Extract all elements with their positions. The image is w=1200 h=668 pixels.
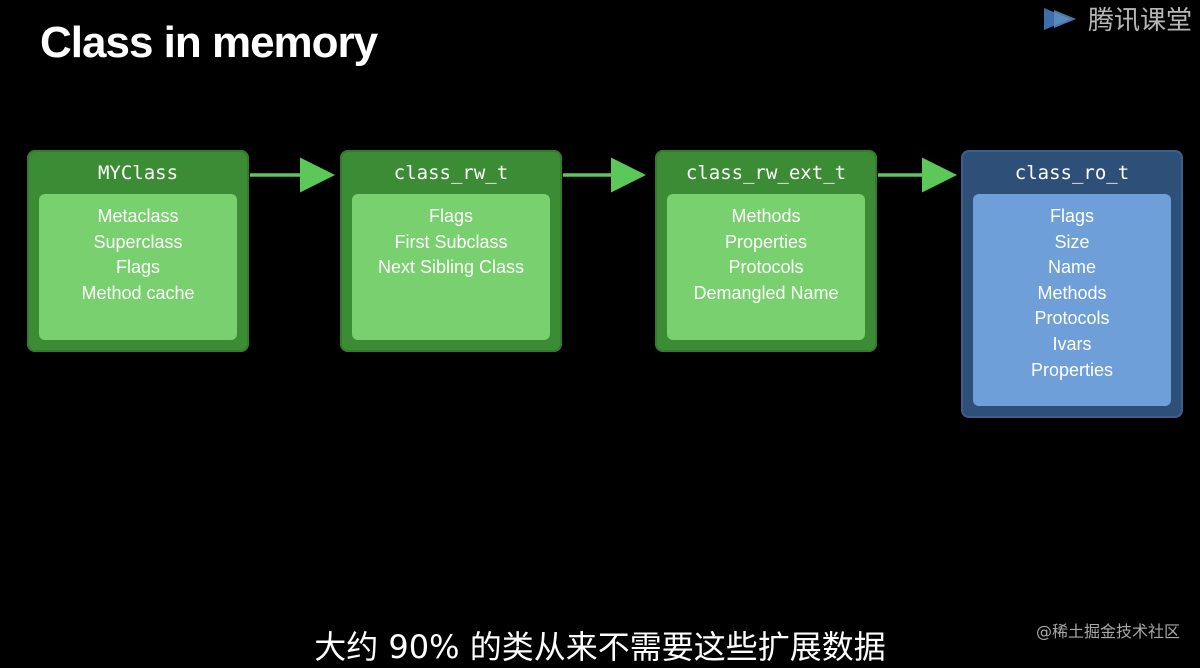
slide-title: Class in memory (40, 18, 378, 67)
field-item: Method cache (81, 282, 195, 303)
field-item: Demangled Name (693, 282, 839, 303)
watermark-text: 腾讯课堂 (1087, 6, 1192, 36)
field-item: Methods (731, 206, 801, 226)
field-item: Methods (1037, 282, 1107, 303)
class-rw-t-box: class_rw_t Flags First Subclass Next Sib… (340, 150, 562, 352)
box-title: class_rw_ext_t (685, 162, 847, 184)
box-title: class_ro_t (1014, 162, 1130, 184)
field-item: Properties (724, 231, 808, 252)
field-item: Flags (115, 257, 160, 278)
box-fields: Flags First Subclass Next Sibling Class (352, 194, 550, 340)
field-item: Protocols (728, 257, 804, 278)
field-item: Next Sibling Class (377, 257, 525, 278)
box-fields: Flags Size Name Methods Protocols Ivars … (973, 194, 1171, 406)
myclass-box: MYClass Metaclass Superclass Flags Metho… (27, 150, 249, 352)
class-ro-t-box: class_ro_t Flags Size Name Methods Proto… (961, 150, 1183, 418)
field-item: First Subclass (394, 231, 508, 252)
field-item: Name (1047, 257, 1096, 278)
play-logo-icon (1043, 7, 1076, 30)
field-item: Size (1054, 231, 1090, 252)
field-item: Metaclass (97, 206, 179, 226)
box-title: MYClass (97, 162, 179, 184)
field-item: Flags (1049, 206, 1094, 226)
box-fields: Metaclass Superclass Flags Method cache (39, 194, 237, 340)
field-item: Protocols (1034, 308, 1110, 329)
box-fields: Methods Properties Protocols Demangled N… (667, 194, 865, 340)
juejin-watermark: @稀土掘金技术社区 (1035, 622, 1180, 641)
field-item: Ivars (1052, 333, 1092, 354)
box-title: class_rw_t (393, 162, 509, 184)
class-rw-ext-t-box: class_rw_ext_t Methods Properties Protoc… (655, 150, 877, 352)
field-item: Superclass (93, 231, 183, 252)
tencent-classroom-watermark: 腾讯课堂 (1040, 0, 1192, 37)
field-item: Properties (1030, 359, 1114, 380)
video-subtitle: 大约 90% 的类从来不需要这些扩展数据 (314, 628, 886, 666)
field-item: Flags (428, 206, 473, 226)
